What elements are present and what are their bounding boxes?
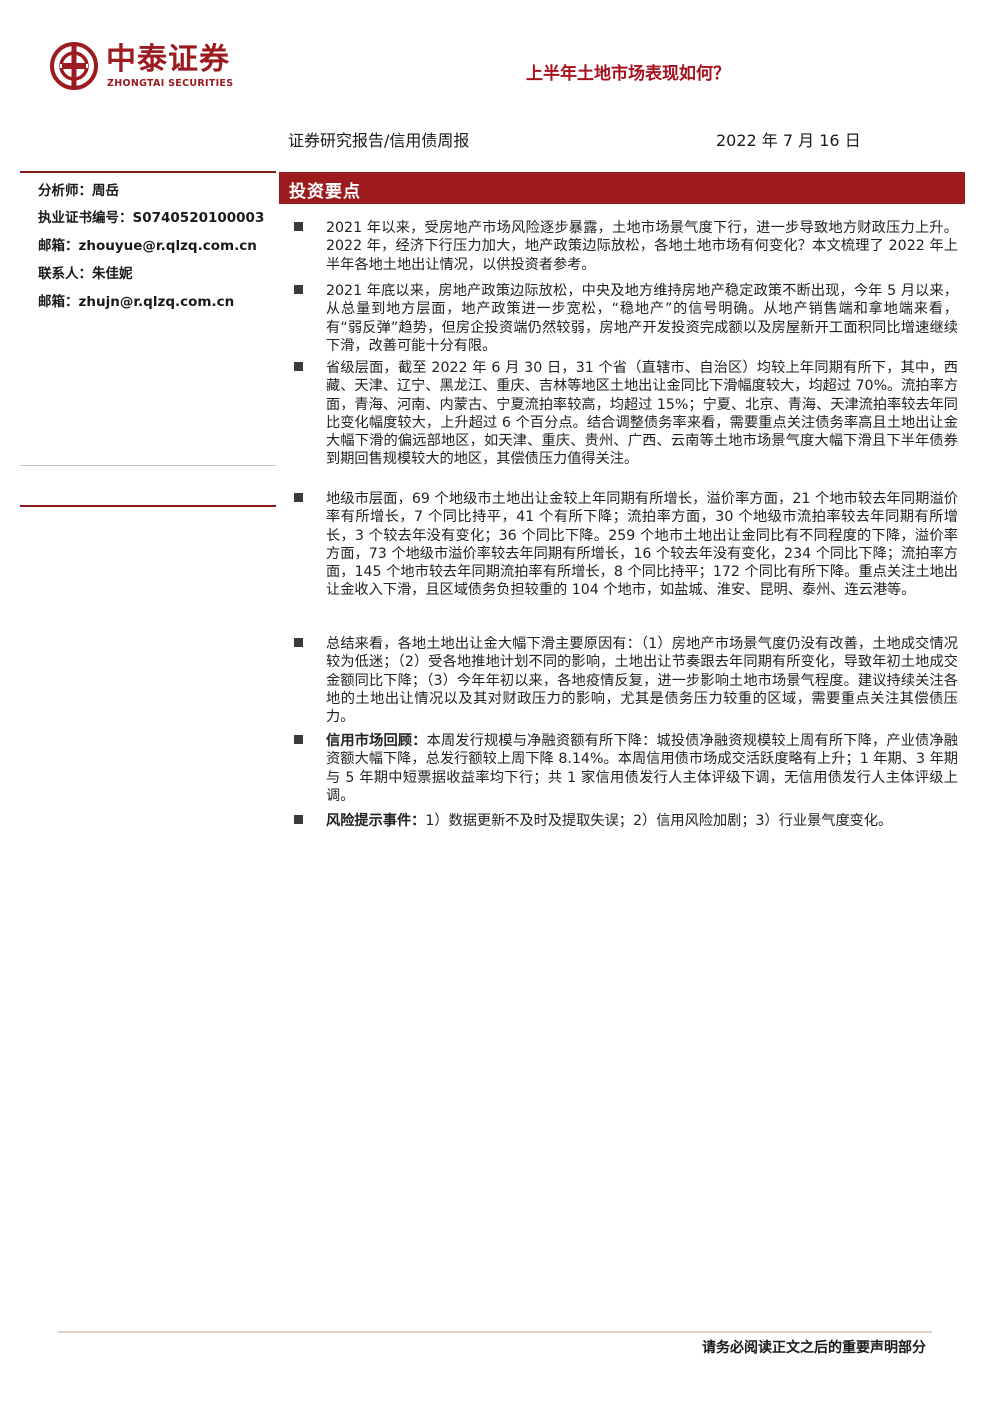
bullet-item: 风险提示事件：1）数据更新不及时及提取失误；2）信用风险加剧；3）行业景气度变化… — [326, 813, 893, 829]
cert-label: 执业证书编号： — [38, 210, 133, 226]
report-date: 2022 年 7 月 16 日 — [716, 131, 861, 150]
bullet-square-icon — [294, 493, 303, 502]
bullet-item: 信用市场回顾：本周发行规模与净融资额有所下降：城投债净融资规模较上周有所下降，产… — [326, 733, 958, 804]
email-label: 邮箱： — [38, 238, 79, 254]
bullet-item: 2021 年以来，受房地产市场风险逐步暴露，土地市场景气度下行，进一步导致地方财… — [326, 220, 958, 273]
bullet-item: 2021 年底以来，房地产政策边际放松，中央及地方维持房地产稳定政策不断出现，今… — [326, 283, 958, 354]
company-logo: 中泰证券 ZHONGTAI SECURITIES — [50, 40, 260, 96]
side-bottom-rule — [20, 505, 276, 507]
email2-label: 邮箱： — [38, 294, 79, 310]
bullet-square-icon — [294, 735, 303, 744]
analyst-name: 周岳 — [92, 183, 119, 199]
analyst-label: 分析师： — [38, 183, 92, 199]
bullet-square-icon — [294, 362, 303, 371]
analyst-email[interactable]: zhouyue@r.qlzq.com.cn — [78, 238, 257, 254]
section-title: 投资要点 — [289, 182, 361, 202]
contact-email[interactable]: zhujn@r.qlzq.com.cn — [78, 294, 235, 310]
side-divider — [20, 465, 276, 466]
zhongtai-logo-icon — [50, 42, 98, 90]
cert-number: S0740520100003 — [132, 210, 265, 226]
report-type: 证券研究报告/信用债周报 — [288, 131, 470, 150]
bullet-item: 省级层面，截至 2022 年 6 月 30 日，31 个省（直辖市、自治区）均较… — [326, 360, 959, 468]
footer-rule — [58, 1331, 932, 1333]
logo-english-name: ZHONGTAI SECURITIES — [107, 78, 234, 89]
contact-row: 联系人：朱佳妮 — [38, 262, 274, 282]
cert-row: 执业证书编号：S0740520100003 — [38, 206, 274, 226]
contact-name: 朱佳妮 — [92, 266, 133, 282]
email-row: 邮箱：zhouyue@r.qlzq.com.cn — [38, 234, 274, 254]
contact-label: 联系人： — [38, 266, 92, 282]
bullet-square-icon — [294, 222, 303, 231]
bullet-square-icon — [294, 815, 303, 824]
bullet-item: 地级市层面，69 个地级市土地出让金较上年同期有所增长，溢价率方面，21 个地市… — [326, 491, 958, 599]
bullet-item: 总结来看，各地土地出让金大幅下滑主要原因有：（1）房地产市场景气度仍没有改善，土… — [326, 636, 958, 726]
footer-disclaimer: 请务必阅读正文之后的重要声明部分 — [702, 1340, 926, 1356]
report-title: 上半年土地市场表现如何？ — [526, 64, 730, 84]
bullet-square-icon — [294, 285, 303, 294]
section-banner: 投资要点 — [279, 172, 965, 204]
bullet-square-icon — [294, 638, 303, 647]
email2-row: 邮箱：zhujn@r.qlzq.com.cn — [38, 290, 274, 310]
analyst-row: 分析师：周岳 — [38, 179, 274, 199]
side-top-rule — [20, 171, 276, 173]
logo-chinese-name: 中泰证券 — [106, 42, 230, 77]
